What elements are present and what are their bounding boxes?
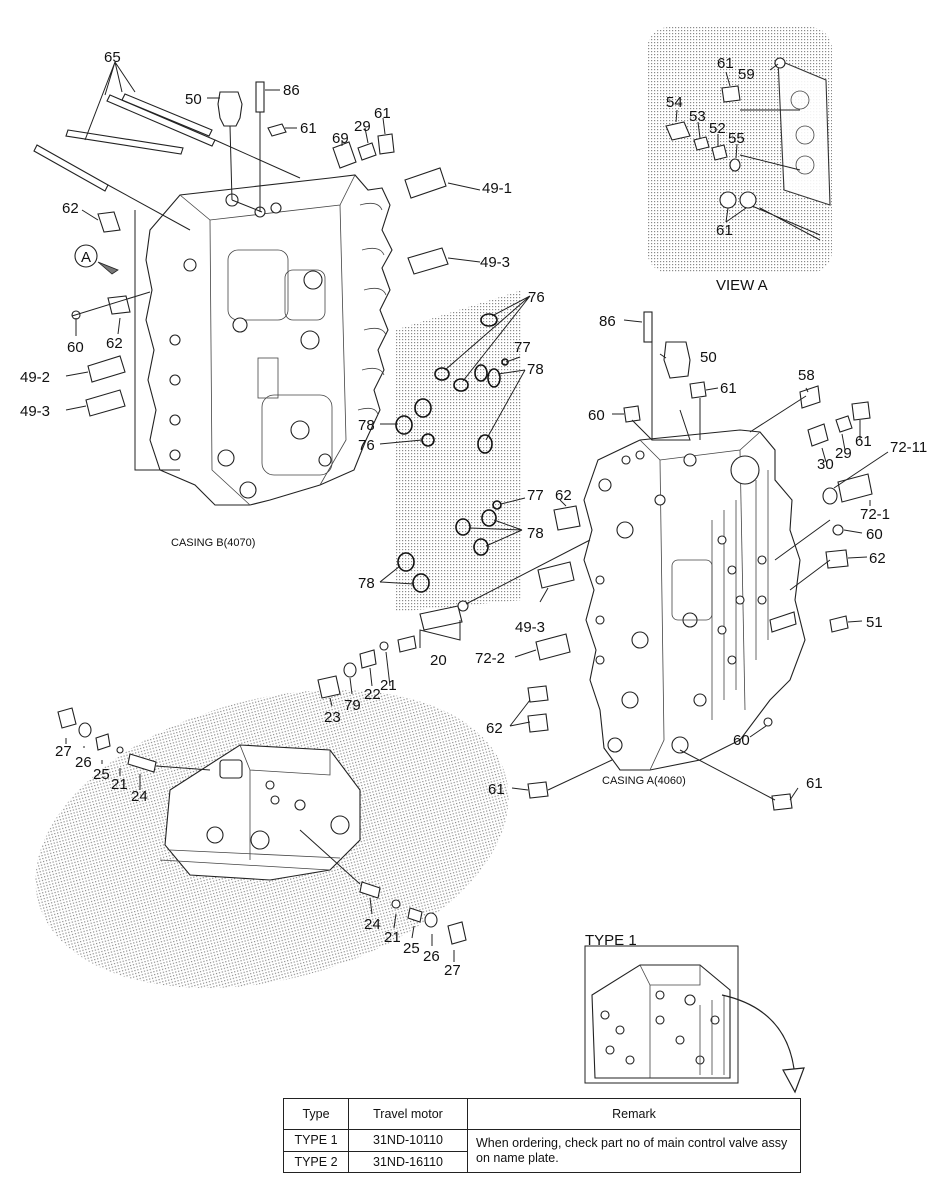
leader-lines-ellipse (65, 738, 455, 962)
label: 86 (599, 313, 616, 330)
label: 50 (185, 91, 202, 108)
label: 55 (728, 130, 745, 147)
label: 65 (104, 49, 121, 66)
casing-a-parts (317, 311, 873, 811)
label: 61 (374, 105, 391, 122)
label: 77 (514, 339, 531, 356)
label: 78 (527, 361, 544, 378)
table-row: TYPE 1 31ND-10110 When ordering, check p… (283, 1129, 801, 1173)
table-row: TYPE 2 31ND-16110 (283, 1150, 801, 1173)
label: 69 (332, 130, 349, 147)
type1-inset (584, 945, 805, 1094)
tie-rods (33, 93, 301, 231)
casing-b-body (145, 174, 393, 506)
label: 49-2 (20, 369, 50, 386)
label: 78 (358, 417, 375, 434)
casing-a-caption: CASING A(4060) (602, 775, 686, 787)
label: 49-3 (515, 619, 545, 636)
label: 77 (527, 487, 544, 504)
label: 29 (835, 445, 852, 462)
label: 49-3 (480, 254, 510, 271)
part-labels: 65 50 86 61 69 29 61 49-1 62 49-3 60 62 … (20, 49, 927, 979)
type1-caption: TYPE 1 (585, 932, 637, 949)
label: 61 (716, 222, 733, 239)
label: 51 (866, 614, 883, 631)
label: 60 (588, 407, 605, 424)
label: 49-1 (482, 180, 512, 197)
label: 52 (709, 120, 726, 137)
cell-type: TYPE 2 (283, 1150, 349, 1173)
label: 72-11 (890, 439, 927, 456)
casing-a-body (583, 429, 806, 771)
label: 61 (855, 433, 872, 450)
leader-lines-o-rings (379, 295, 531, 585)
casing-b-parts (71, 81, 449, 417)
table-header-row: Type Travel motor Remark (283, 1098, 801, 1130)
header-travel-motor: Travel motor (348, 1098, 468, 1130)
cell-motor: 31ND-10110 (348, 1129, 468, 1152)
view-a-marker: A (81, 249, 91, 266)
label: 24 (131, 788, 148, 805)
cell-remark: When ordering, check part no of main con… (467, 1129, 801, 1173)
view-a-caption: VIEW A (716, 277, 768, 294)
label: 21 (384, 929, 401, 946)
label: 61 (720, 380, 737, 397)
label: 62 (869, 550, 886, 567)
casing-b-caption: CASING B(4070) (171, 537, 255, 549)
cell-motor: 31ND-16110 (348, 1150, 468, 1173)
label: 60 (866, 526, 883, 543)
label: 30 (817, 456, 834, 473)
type-table: Type Travel motor Remark TYPE 1 31ND-101… (283, 1098, 801, 1173)
label: 60 (67, 339, 84, 356)
label: 62 (62, 200, 79, 217)
label: 59 (738, 66, 755, 83)
label: 61 (488, 781, 505, 798)
o-rings (395, 313, 509, 593)
label: 61 (300, 120, 317, 137)
label: 20 (430, 652, 447, 669)
label: 50 (700, 349, 717, 366)
cell-type: TYPE 1 (283, 1129, 349, 1152)
label: 72-2 (475, 650, 505, 667)
label: 23 (324, 709, 341, 726)
label: 49-3 (20, 403, 50, 420)
leader-lines-upper-left (65, 61, 481, 471)
view-a-plate (665, 57, 831, 241)
leader-lines-view-a (675, 63, 779, 223)
label: 62 (106, 335, 123, 352)
leader-lines-casing-a (329, 319, 889, 801)
label: 25 (93, 766, 110, 783)
label: 26 (423, 948, 440, 965)
label: 27 (55, 743, 72, 760)
label: 24 (364, 916, 381, 933)
label: 53 (689, 108, 706, 125)
label: 60 (733, 732, 750, 749)
header-remark: Remark (467, 1098, 801, 1130)
label: 21 (111, 776, 128, 793)
label: 62 (555, 487, 572, 504)
label: 61 (806, 775, 823, 792)
label: 86 (283, 82, 300, 99)
label: 76 (528, 289, 545, 306)
label: 62 (486, 720, 503, 737)
label: 54 (666, 94, 683, 111)
label: 58 (798, 367, 815, 384)
label: 22 (364, 686, 381, 703)
label: 26 (75, 754, 92, 771)
label: 79 (344, 697, 361, 714)
label: 25 (403, 940, 420, 957)
label: 61 (717, 55, 734, 72)
label: 78 (358, 575, 375, 592)
detail-ellipse-parts (57, 707, 467, 945)
header-type: Type (283, 1098, 349, 1130)
label: 76 (358, 437, 375, 454)
label: 29 (354, 118, 371, 135)
label: 27 (444, 962, 461, 979)
captions: CASING B(4070) CASING A(4060) VIEW A TYP… (171, 277, 768, 949)
label: 21 (380, 677, 397, 694)
label: 72-1 (860, 506, 890, 523)
label: 78 (527, 525, 544, 542)
